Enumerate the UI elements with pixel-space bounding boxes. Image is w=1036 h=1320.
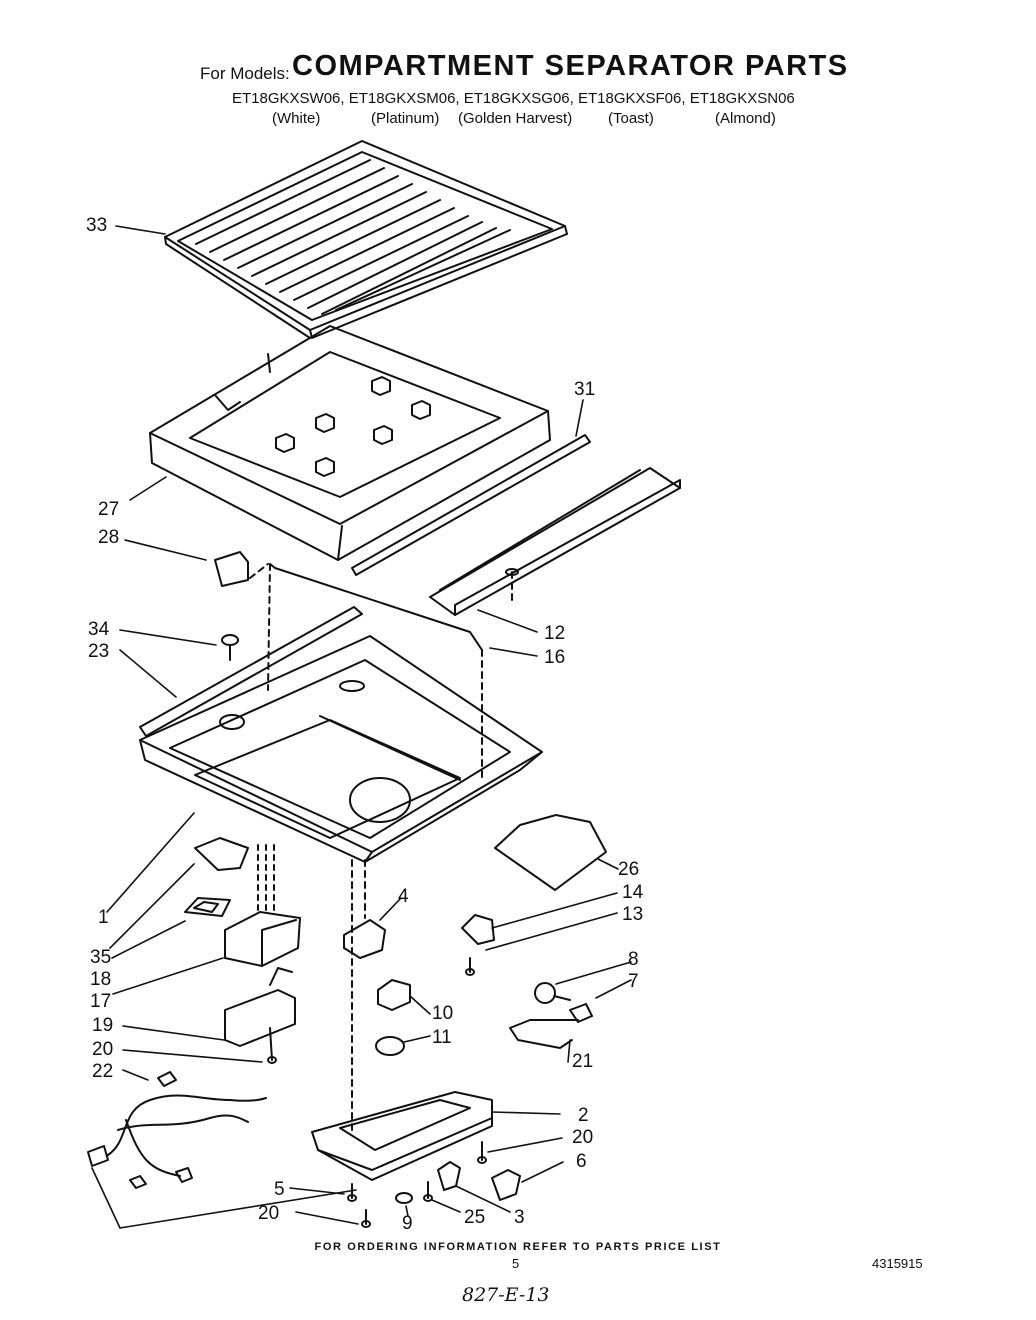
callout-31: 31 (574, 379, 596, 400)
callout-34: 34 (88, 619, 110, 640)
wire-21 (509, 1019, 579, 1049)
rail-23 (139, 606, 363, 737)
clip-10 (377, 979, 411, 1011)
callout-2: 2 (578, 1105, 589, 1126)
bezel-35 (184, 897, 231, 917)
callout-35: 35 (90, 947, 112, 968)
callout-9: 9 (402, 1213, 413, 1234)
for-models-label: For Models: (200, 64, 290, 83)
harness-22 (87, 1071, 267, 1189)
callout-22: 22 (92, 1061, 114, 1082)
fitting-14 (461, 914, 495, 945)
callout-7: 7 (628, 971, 639, 992)
callout-25: 25 (464, 1207, 486, 1228)
block-28 (214, 551, 249, 587)
screw-20b (361, 1209, 371, 1228)
color-platinum: (Platinum) (371, 110, 440, 127)
separator-frame-27 (149, 325, 551, 561)
separator-pan (139, 635, 543, 863)
bulb-8 (534, 982, 571, 1004)
color-white: (White) (272, 110, 321, 127)
model-numbers: ET18GKXSW06, ET18GKXSM06, ET18GKXSG06, E… (232, 90, 795, 107)
tray-2 (311, 859, 493, 1181)
callout-28: 28 (98, 527, 120, 548)
wire-16 (269, 563, 483, 651)
callout-33: 33 (86, 215, 108, 236)
handwritten-reference: 827-E-13 (462, 1284, 550, 1306)
plug-9 (395, 1192, 413, 1204)
callout-20-right: 20 (572, 1127, 594, 1148)
thermostat-4 (343, 919, 386, 959)
callout-5: 5 (274, 1179, 285, 1200)
callout-11: 11 (432, 1027, 452, 1048)
callout-1: 1 (98, 907, 109, 928)
bracket-19 (224, 989, 296, 1047)
callout-16: 16 (544, 647, 566, 668)
color-almond: (Almond) (715, 110, 776, 127)
color-toast: (Toast) (608, 110, 654, 127)
callout-12: 12 (544, 623, 566, 644)
screw-5 (347, 1183, 357, 1202)
page-title: COMPARTMENT SEPARATOR PARTS (292, 50, 849, 82)
screw-25 (423, 1181, 433, 1202)
callout-26: 26 (618, 859, 640, 880)
strip-31 (351, 434, 591, 576)
screw-20c (477, 1141, 487, 1164)
connector-6 (491, 1169, 521, 1201)
knob-1 (194, 837, 249, 871)
callout-23: 23 (88, 641, 110, 662)
callout-27: 27 (98, 499, 120, 520)
document-code: 4315915 (872, 1256, 923, 1271)
screw-34 (221, 634, 239, 661)
page-number: 5 (512, 1256, 520, 1271)
callout-14: 14 (622, 882, 644, 903)
callout-6: 6 (576, 1151, 587, 1172)
callout-20-bottom: 20 (258, 1203, 280, 1224)
grommet-11 (375, 1036, 405, 1056)
screw-13 (465, 957, 475, 976)
shelf-grille-33 (164, 140, 568, 339)
callout-10: 10 (432, 1003, 454, 1024)
color-golden-harvest: (Golden Harvest) (458, 110, 573, 127)
housing-18 (224, 911, 301, 967)
insulation-26 (494, 814, 607, 891)
callout-17: 17 (90, 991, 112, 1012)
callout-4: 4 (398, 886, 409, 907)
ordering-note: FOR ORDERING INFORMATION REFER TO PARTS … (314, 1241, 722, 1253)
callout-21: 21 (572, 1051, 594, 1072)
callout-18: 18 (90, 969, 112, 990)
switch-3 (437, 1161, 461, 1191)
callout-20: 20 (92, 1039, 114, 1060)
callout-19: 19 (92, 1015, 114, 1036)
callout-13: 13 (622, 904, 644, 925)
screw-20a (267, 1027, 277, 1064)
callout-leaders (91, 225, 632, 1229)
callout-3: 3 (514, 1207, 525, 1228)
channel-12 (429, 467, 681, 616)
socket-7 (569, 1003, 593, 1023)
callout-8: 8 (628, 949, 639, 970)
